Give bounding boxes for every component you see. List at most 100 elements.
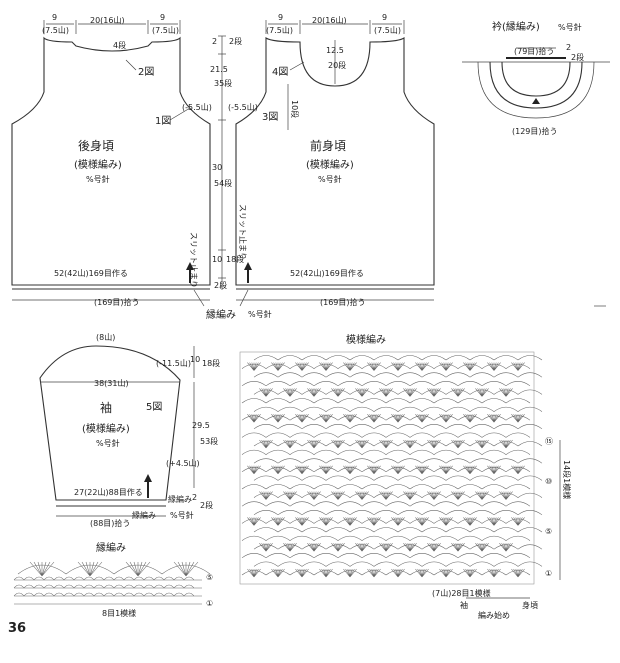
back-pattern: (模様編み) (74, 158, 122, 171)
front-neck-rows: 20段 (328, 60, 346, 70)
chart-row (241, 535, 531, 541)
sleeve-cap-dec: (-11.5山) (156, 358, 191, 368)
chart-fan (247, 568, 525, 578)
back-title: 後身頃 (78, 138, 114, 153)
sleeve-diagram: (8山) (-11.5山) 10 18段 38(31山) 袖 5図 (模様編み)… (39, 332, 220, 528)
edging-chart-title: 縁編み (96, 541, 126, 554)
chart-row (241, 432, 531, 438)
edging-row (13, 584, 202, 589)
front-pattern: (模様編み) (306, 158, 354, 171)
chart-row (241, 363, 531, 369)
chart-row (253, 510, 543, 516)
chart-row (253, 492, 543, 498)
chart-row (241, 518, 531, 524)
chart-fan (247, 465, 525, 474)
collar-inner: (79目)拾う (514, 46, 554, 56)
chart-mark-15: ⑮ (545, 437, 553, 446)
chart-row (253, 544, 543, 550)
sleeve-increase: (+4.5山) (166, 458, 200, 468)
back-body-diagram: 9 (7.5山) 20(16山) 9 (7.5山) 4段 2図 1図 (-5.5… (11, 13, 212, 288)
back-slit: スリット止まり (189, 232, 199, 288)
back-top-right-width: 9 (160, 13, 165, 22)
edging-mark-1: ① (206, 599, 213, 608)
front-body-diagram: 9 (7.5山) 20(16山) 9 (7.5山) 12.5 20段 4図 10… (228, 13, 435, 286)
chart-row (253, 527, 543, 533)
edging-row (13, 592, 202, 597)
sleeve-cap-rows: 18段 (202, 358, 220, 368)
front-needle: %号針 (318, 174, 342, 184)
sleeve-edge-label: 縁編み (132, 510, 156, 520)
edging-scallops (17, 561, 211, 577)
chart-row (253, 372, 543, 378)
neck-rows: 2段 (229, 36, 242, 46)
sleeve-edge-height: 2 (192, 493, 197, 502)
chart-row (253, 424, 543, 430)
chart-row (253, 389, 543, 395)
chart-mark-10: ⑩ (545, 477, 552, 486)
armhole-height: 21.5 (210, 65, 228, 74)
back-bottom-width: 52(42山)169目作る (54, 268, 128, 278)
chart-row (241, 570, 531, 576)
chart-fan (259, 543, 513, 552)
back-top-left-sub: (7.5山) (42, 25, 69, 35)
back-armhole-dec: (-5.5山) (182, 102, 212, 112)
chart-start-right: 身頃 (522, 600, 538, 610)
back-body-outline (11, 36, 211, 286)
front-fig3: 3図 (262, 111, 278, 123)
chart-row (241, 415, 531, 421)
front-armhole-dec: (-5.5山) (228, 102, 258, 112)
sleeve-needle: %号針 (96, 438, 120, 448)
stitch-chart-rows (241, 355, 543, 578)
edging-mark-5: ⑤ (206, 573, 213, 582)
front-top-right-width: 9 (382, 13, 387, 22)
front-top-center-width: 20(16山) (312, 15, 347, 25)
chart-row (253, 458, 543, 464)
chart-row (241, 449, 531, 455)
body-height-measures: 2 2段 21.5 35段 30 54段 10 18段 2段 (210, 35, 244, 290)
chart-row (253, 561, 543, 567)
back-top-center-width: 20(16山) (90, 15, 125, 25)
front-fig4: 4図 (272, 66, 288, 78)
slit-rows: 18段 (226, 254, 244, 264)
back-fig1: 1図 (155, 115, 171, 127)
chart-row (241, 484, 531, 490)
edging-chart-rows (13, 561, 211, 605)
sleeve-edge: 縁編み (168, 494, 192, 504)
edging-row (13, 576, 202, 581)
front-pickup: (169目)拾う (320, 297, 366, 307)
chart-row (241, 467, 531, 473)
sleeve-length-rows: 53段 (200, 436, 218, 446)
armhole-rows: 35段 (214, 78, 232, 88)
sleeve-outline (39, 345, 181, 501)
chart-bottom-sub: 編み始め (478, 610, 510, 620)
chart-fan (259, 388, 513, 397)
back-top-left-width: 9 (52, 13, 57, 22)
chart-repeat-label: 14段1模様 (562, 460, 572, 499)
chart-row (253, 355, 543, 361)
back-top-right-sub: (7.5山) (152, 25, 179, 35)
front-body-outline (235, 36, 435, 286)
front-slit: スリット止まり (238, 204, 248, 260)
front-top-right-sub: (7.5山) (374, 25, 401, 35)
sleeve-edge-needle: %号針 (170, 510, 194, 520)
back-neck-depth: 4段 (113, 40, 126, 50)
front-neck-depth: 12.5 (326, 46, 344, 55)
chart-fan (259, 439, 513, 449)
sleeve-pickup: (88目)拾う (90, 518, 130, 528)
chart-row (253, 475, 543, 481)
chart-row (241, 501, 531, 507)
sleeve-pattern: (模様編み) (82, 422, 130, 435)
chart-start-left: 袖 (460, 600, 468, 610)
chart-fan (259, 491, 513, 500)
hem-rows: 2段 (214, 280, 227, 290)
page-number: 36 (8, 621, 26, 636)
front-bottom-width: 52(42山)169目作る (290, 268, 364, 278)
chart-row (241, 381, 531, 387)
chart-row (253, 441, 543, 447)
edging-chart: 縁編み ⑤ ① 8目1模様 (13, 541, 213, 618)
sleeve-fig5: 5図 (146, 401, 162, 413)
chart-row (253, 406, 543, 412)
back-fig2: 2図 (138, 66, 154, 78)
back-pickup: (169目)拾う (94, 297, 140, 307)
